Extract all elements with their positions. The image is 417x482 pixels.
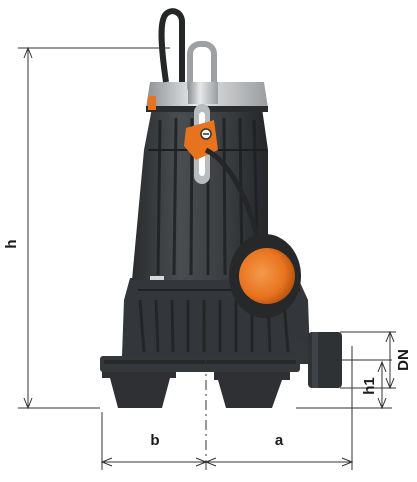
discharge-outlet <box>296 332 342 388</box>
dimension-label-h1: h1 <box>361 377 378 395</box>
float-cable <box>204 147 261 241</box>
pump <box>100 8 342 408</box>
pump-base <box>100 356 300 408</box>
lifting-handle <box>187 41 218 104</box>
dimension-lines <box>18 46 396 470</box>
dimension-label-b: b <box>150 432 159 449</box>
dimension-label-a: a <box>275 432 284 449</box>
dimension-label-h: h <box>3 239 20 248</box>
dimension-label-dn: DN <box>395 349 412 371</box>
power-cable <box>158 8 185 83</box>
float-switch <box>229 234 301 318</box>
